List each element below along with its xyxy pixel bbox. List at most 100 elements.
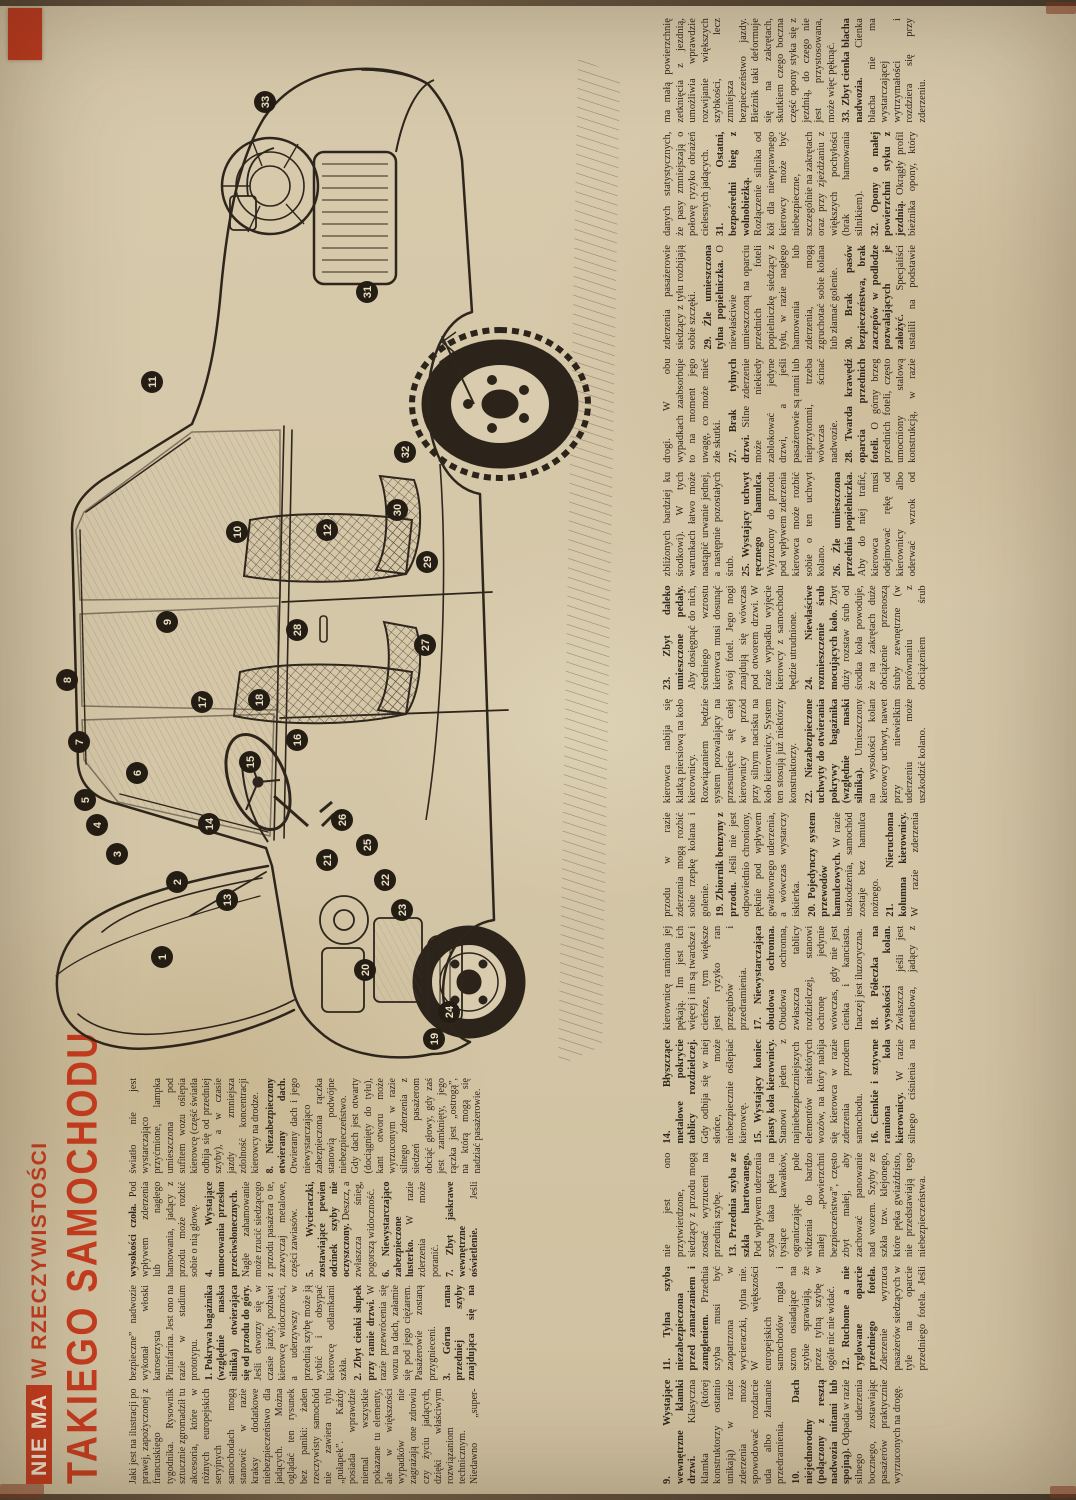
svg-text:32: 32 bbox=[400, 446, 412, 458]
article-item-22: 22. Niezabezpieczone uchwyty do otwieran… bbox=[803, 698, 928, 804]
callout-marker-28: 28 bbox=[286, 619, 308, 641]
article-item-29: 29. Źle umieszczona tylna popielniczka. … bbox=[702, 245, 840, 350]
dashboard-and-steering bbox=[224, 732, 336, 843]
kicker-line: NIE MA W RZECZYWISTOŚCI bbox=[26, 1072, 52, 1484]
svg-text:2: 2 bbox=[172, 879, 184, 885]
masthead: NIE MA W RZECZYWISTOŚCI TAKIEGO SAMOCHOD… bbox=[26, 1030, 106, 1484]
svg-text:33: 33 bbox=[260, 96, 272, 108]
svg-text:19: 19 bbox=[429, 1033, 441, 1045]
callout-marker-1: 1 bbox=[151, 946, 173, 968]
bottom-column-flow: 9. Wystające wewnętrzne klamki drzwi. Kl… bbox=[662, 18, 1048, 1484]
rear-engine bbox=[220, 79, 475, 405]
svg-text:14: 14 bbox=[204, 817, 216, 830]
svg-text:4: 4 bbox=[92, 821, 104, 828]
svg-text:7: 7 bbox=[74, 739, 86, 745]
car-cutaway-illustration: 1234567891011121314151617181920212223242… bbox=[55, 58, 620, 1066]
callout-marker-27: 27 bbox=[414, 634, 436, 656]
open-front-lid bbox=[55, 864, 296, 1050]
article-item-13: 13. Przednia szyba ze szkła hartowanego.… bbox=[727, 1152, 928, 1258]
callout-marker-12: 12 bbox=[316, 519, 338, 541]
svg-text:16: 16 bbox=[292, 734, 304, 746]
article-item-20: 20. Pojedynczy system przewodów hamulcow… bbox=[806, 812, 881, 917]
callout-marker-21: 21 bbox=[316, 849, 338, 871]
article-item-19: 19. Zbiornik benzyny z przodu. Jeśli nie… bbox=[715, 812, 802, 917]
callout-marker-3: 3 bbox=[106, 843, 128, 865]
svg-text:23: 23 bbox=[397, 904, 409, 916]
article-item-25: 25. Wystający uchwyt ręcznego hamulca. W… bbox=[740, 471, 828, 577]
scan-edge-top bbox=[0, 0, 1076, 6]
callout-marker-5: 5 bbox=[74, 789, 96, 811]
ground-shadow bbox=[558, 58, 620, 1066]
window-glass bbox=[75, 429, 281, 837]
callout-marker-26: 26 bbox=[331, 809, 353, 831]
callout-marker-20: 20 bbox=[354, 959, 376, 981]
callout-marker-25: 25 bbox=[356, 834, 378, 856]
callout-marker-11: 11 bbox=[141, 371, 163, 393]
article-item-11: 11. Tylna szyba niezabezpieczona przed z… bbox=[662, 1266, 837, 1371]
svg-text:13: 13 bbox=[222, 894, 234, 906]
left-column-flow: Jaki jest na ilustracji po prawej, zapoż… bbox=[128, 1078, 640, 1484]
svg-text:20: 20 bbox=[360, 964, 372, 976]
callout-marker-33: 33 bbox=[254, 91, 276, 113]
rust-mark-top-right bbox=[1046, 2, 1076, 14]
article-item-23: 23. Zbyt daleko umieszczone pedały. Aby … bbox=[662, 585, 799, 690]
callout-marker-7: 7 bbox=[68, 731, 90, 753]
article-item-15: 15. Wystający koniec piasty koła kierown… bbox=[753, 1039, 865, 1144]
svg-text:9: 9 bbox=[162, 619, 174, 625]
callout-marker-9: 9 bbox=[156, 611, 178, 633]
scan-edge-bottom bbox=[0, 1494, 1076, 1500]
svg-text:12: 12 bbox=[322, 524, 334, 536]
svg-text:1: 1 bbox=[157, 954, 169, 960]
svg-text:27: 27 bbox=[420, 639, 432, 651]
seats bbox=[232, 463, 445, 821]
callout-marker-23: 23 bbox=[391, 899, 413, 921]
svg-text:22: 22 bbox=[380, 874, 392, 886]
callout-marker-16: 16 bbox=[286, 729, 308, 751]
svg-text:31: 31 bbox=[362, 286, 374, 298]
callout-marker-24: 24 bbox=[438, 1001, 460, 1023]
article-item-14: 14. Błyszczące metalowe pokrycie tablicy… bbox=[662, 1039, 749, 1144]
kicker-block: NIE MA bbox=[26, 1385, 52, 1484]
rust-mark-bottom-left bbox=[0, 1484, 44, 1498]
svg-text:28: 28 bbox=[292, 624, 304, 636]
article-item-5: 5. Wycieraczki, zostawiające pewien odci… bbox=[304, 1181, 377, 1278]
kicker-text: W RZECZYWISTOŚCI bbox=[27, 1141, 51, 1379]
article-item-10: 10. Dach niejednorodny (połączony z resz… bbox=[790, 1379, 903, 1484]
svg-text:6: 6 bbox=[132, 770, 144, 776]
svg-text:5: 5 bbox=[80, 797, 92, 803]
article-item-33: 33. Zbyt cienka blacha nadwozia. Cienka … bbox=[841, 18, 928, 123]
callout-marker-13: 13 bbox=[216, 889, 238, 911]
callout-marker-6: 6 bbox=[126, 762, 148, 784]
article-item-1: 1. Pokrywa bagażnika (względnie maska si… bbox=[204, 1285, 350, 1381]
callout-marker-2: 2 bbox=[166, 871, 188, 893]
callout-marker-4: 4 bbox=[86, 814, 108, 836]
callout-marker-31: 31 bbox=[356, 281, 378, 303]
callout-marker-14: 14 bbox=[198, 813, 220, 835]
svg-text:24: 24 bbox=[444, 1005, 456, 1018]
callout-marker-29: 29 bbox=[416, 551, 438, 573]
article-item-31: 31. Ostatni, bezpośredni bieg z wolnobie… bbox=[715, 131, 865, 237]
svg-text:11: 11 bbox=[147, 376, 159, 388]
svg-text:29: 29 bbox=[422, 556, 434, 568]
front-trunk-contents bbox=[319, 895, 463, 1025]
svg-text:17: 17 bbox=[197, 696, 209, 708]
callout-marker-19: 19 bbox=[423, 1028, 445, 1050]
svg-text:18: 18 bbox=[254, 694, 266, 706]
article-item-8: 8. Niezabezpieczony otwierany dach. Otwi… bbox=[265, 1078, 484, 1174]
rust-mark-bottom-right bbox=[1050, 1486, 1076, 1498]
callout-marker-30: 30 bbox=[386, 499, 408, 521]
article-item-2: 2. Zbyt cienki słupek przy ramie drzwi. … bbox=[353, 1285, 438, 1381]
callout-marker-22: 22 bbox=[374, 869, 396, 891]
article-item-6: 6. Niewystarczająco zabezpieczone luster… bbox=[380, 1181, 441, 1278]
callout-marker-17: 17 bbox=[191, 691, 213, 713]
callout-marker-15: 15 bbox=[239, 751, 261, 773]
svg-text:8: 8 bbox=[62, 677, 74, 683]
svg-text:26: 26 bbox=[337, 814, 349, 826]
article-item-4: 4. Wystające umocowania przesłon przeciw… bbox=[204, 1181, 301, 1278]
svg-text:3: 3 bbox=[112, 851, 124, 857]
svg-text:15: 15 bbox=[245, 756, 257, 768]
